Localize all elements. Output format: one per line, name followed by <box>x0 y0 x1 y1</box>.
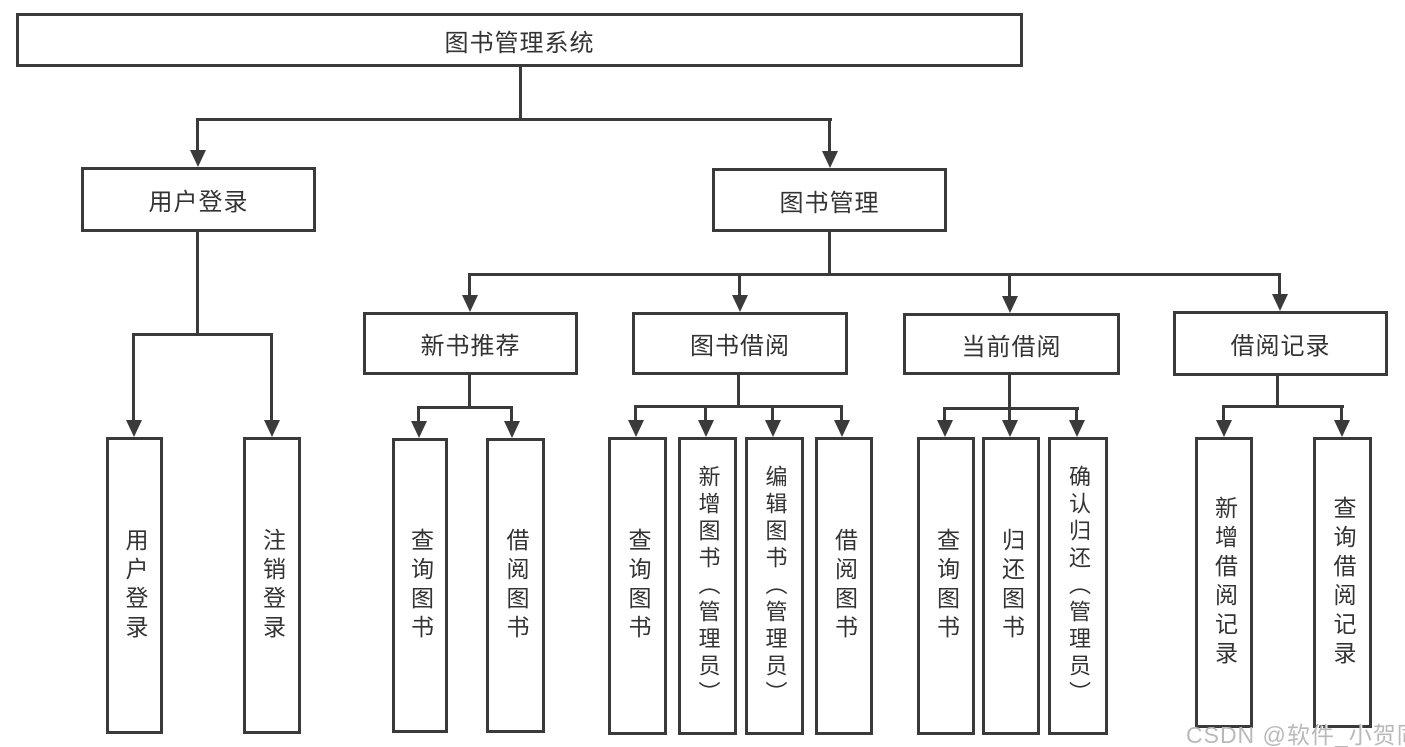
leaf-add-book-admin: 新增图书（管理员） <box>678 437 737 735</box>
node-book-borrow: 图书借阅 <box>632 312 848 375</box>
connector-shaft <box>771 405 774 421</box>
connector-shaft <box>1278 273 1281 295</box>
connector-level3-rail <box>468 273 1281 276</box>
leaf-query-borrow-record: 查询借阅记录 <box>1313 437 1372 728</box>
connector-shaft <box>270 333 273 420</box>
leaf-edit-book-admin: 编辑图书（管理员） <box>745 437 804 735</box>
connector-shaft <box>196 118 199 151</box>
node-current-borrow: 当前借阅 <box>903 313 1120 375</box>
leaf-confirm-return-admin: 确认归还（管理员） <box>1048 437 1108 735</box>
connector-shaft <box>828 118 831 152</box>
leaf-logout: 注销登录 <box>243 437 301 734</box>
leaf-user-login: 用户登录 <box>106 437 163 734</box>
connector-shaft <box>704 405 707 421</box>
connector-borrow-records-stem <box>1276 376 1279 406</box>
arrowhead-down-icon <box>126 420 142 437</box>
arrowhead-down-icon <box>698 420 714 437</box>
connector-shaft <box>943 407 946 421</box>
connector-shaft <box>1222 405 1225 421</box>
node-user-login: 用户登录 <box>81 167 316 232</box>
connector-book-borrow-rail <box>634 405 843 408</box>
connector-new-rec-rail <box>417 406 513 409</box>
connector-shaft <box>468 273 471 296</box>
arrowhead-down-icon <box>462 295 478 312</box>
connector-book-borrow-stem <box>737 375 740 406</box>
connector-shaft <box>132 333 135 420</box>
connector-root-stem <box>519 67 522 118</box>
arrowhead-down-icon <box>834 420 850 437</box>
connector-level2-rail <box>196 118 832 121</box>
connector-book-mgmt-stem <box>828 232 831 275</box>
leaf-query-books-3: 查询图书 <box>917 437 975 735</box>
arrowhead-down-icon <box>628 420 644 437</box>
leaf-borrow-books-1: 借阅图书 <box>486 438 545 733</box>
connector-current-borrow-rail <box>943 407 1079 410</box>
node-new-book-recommend: 新书推荐 <box>363 312 578 375</box>
arrowhead-down-icon <box>1069 420 1085 437</box>
arrowhead-down-icon <box>504 421 520 438</box>
arrowhead-down-icon <box>1272 294 1288 311</box>
csdn-watermark: CSDN @软件_小贺同学 <box>1186 722 1405 747</box>
arrowhead-down-icon <box>411 421 427 438</box>
leaf-query-books-1: 查询图书 <box>392 438 448 733</box>
connector-current-borrow-stem <box>1008 375 1011 408</box>
arrowhead-down-icon <box>1334 420 1350 437</box>
connector-borrow-records-rail <box>1222 405 1344 408</box>
leaf-return-book: 归还图书 <box>982 437 1040 735</box>
connector-shaft <box>634 405 637 421</box>
arrowhead-down-icon <box>1216 420 1232 437</box>
arrowhead-down-icon <box>765 420 781 437</box>
arrowhead-down-icon <box>190 150 206 167</box>
arrowhead-down-icon <box>1002 420 1018 437</box>
connector-shaft <box>1008 407 1011 421</box>
connector-shaft <box>417 406 420 422</box>
leaf-borrow-books-2: 借阅图书 <box>815 437 873 735</box>
leaf-query-books-2: 查询图书 <box>608 437 667 735</box>
arrowhead-down-icon <box>1002 296 1018 313</box>
connector-new-rec-stem <box>468 375 471 407</box>
node-book-management: 图书管理 <box>712 168 947 232</box>
arrowhead-down-icon <box>732 295 748 312</box>
arrowhead-down-icon <box>264 420 280 437</box>
node-library-system: 图书管理系统 <box>16 13 1023 67</box>
node-borrow-records: 借阅记录 <box>1173 311 1388 376</box>
connector-shaft <box>510 406 513 422</box>
connector-user-login-rail <box>133 333 273 336</box>
connector-shaft <box>1075 407 1078 421</box>
arrowhead-down-icon <box>822 151 838 168</box>
arrowhead-down-icon <box>937 420 953 437</box>
connector-shaft <box>840 405 843 421</box>
connector-shaft <box>738 273 741 296</box>
connector-user-login-stem <box>196 232 199 334</box>
leaf-add-borrow-record: 新增借阅记录 <box>1195 437 1253 728</box>
connector-shaft <box>1340 405 1343 421</box>
connector-shaft <box>1008 273 1011 297</box>
